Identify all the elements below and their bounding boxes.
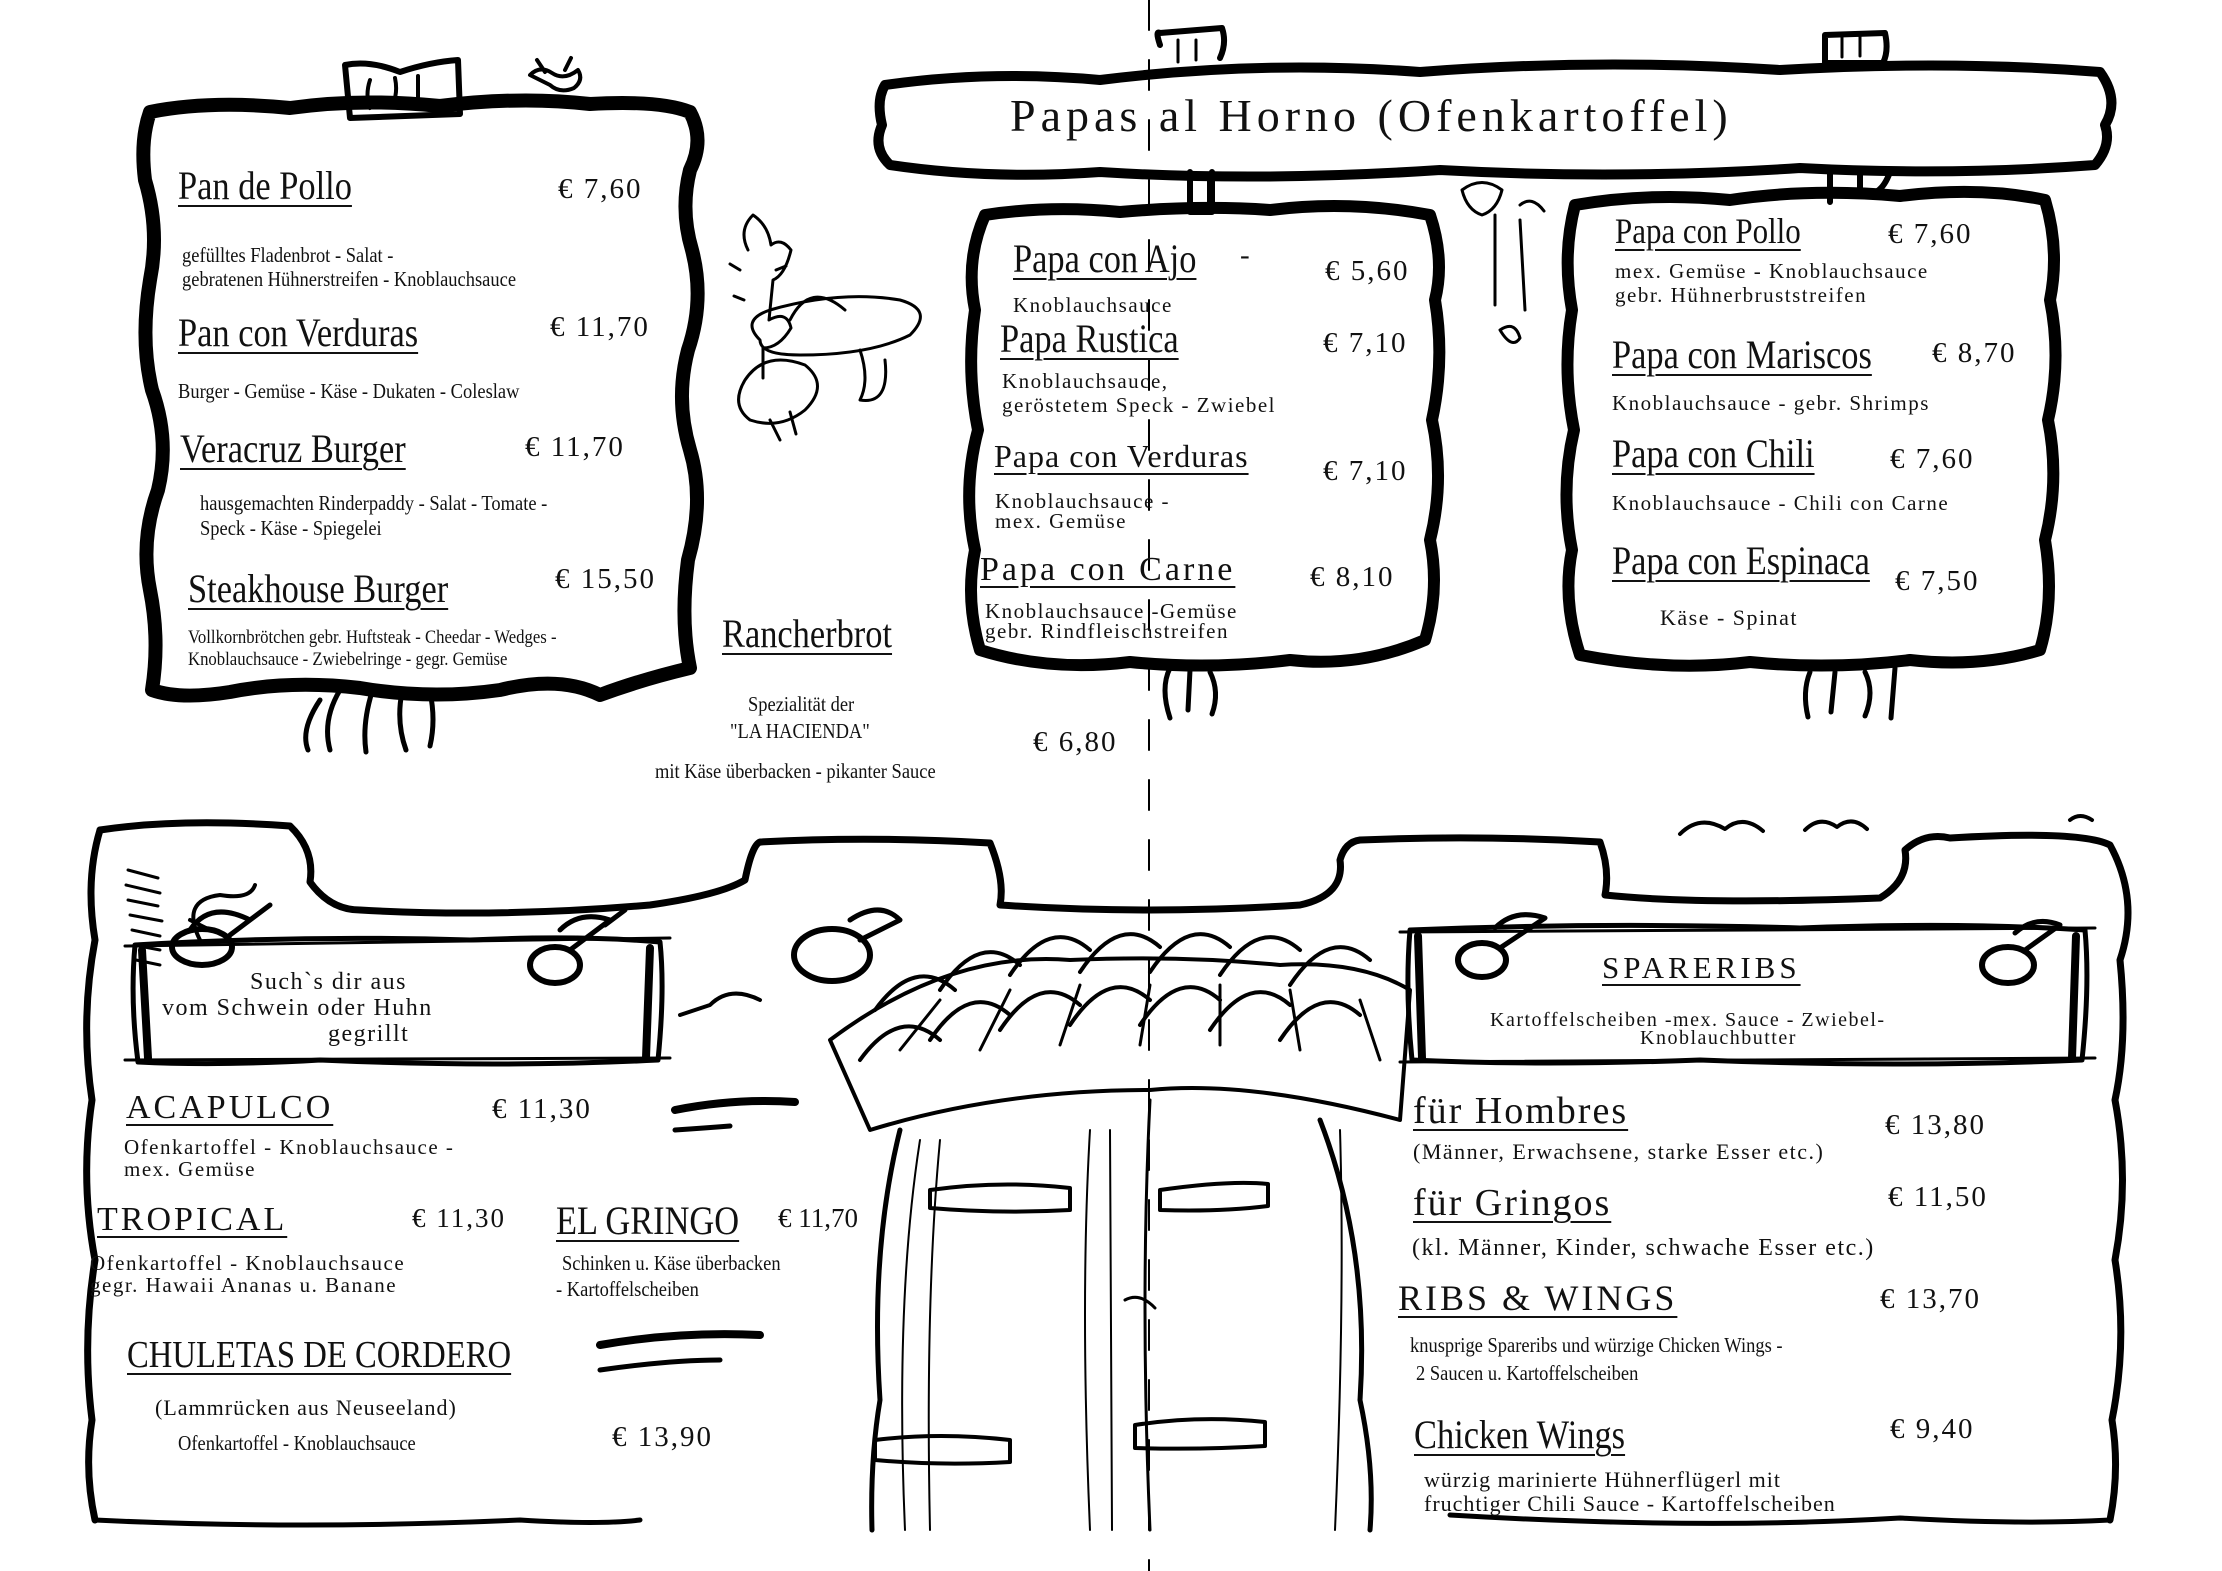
desc-pan-de-pollo-1: gefülltes Fladenbrot - Salat - (182, 243, 394, 267)
grill-sign-line-1: Such`s dir aus (250, 969, 407, 995)
spareribs-sign-line-2: Knoblauchbutter (1640, 1027, 1797, 1049)
left-hanging-sign (123, 883, 672, 1067)
decorative-strokes (596, 991, 799, 1373)
item-name-el-gringo: EL GRINGO (556, 1198, 740, 1243)
desc-chicken-wings-2: fruchtiger Chili Sauce - Kartoffelscheib… (1424, 1491, 1836, 1516)
item-name-rancherbrot: Rancherbrot (722, 611, 893, 656)
price-steakhouse-burger: € 15,50 (555, 563, 656, 595)
price-fur-gringos: € 11,50 (1888, 1181, 1988, 1213)
desc-papa-con-verduras-2: mex. Gemüse (995, 509, 1127, 533)
desc-tropical-2: gegr. Hawaii Ananas u. Banane (90, 1273, 398, 1297)
item-name-veracruz-burger: Veracruz Burger (180, 426, 406, 471)
spareribs-sign-line-1: Kartoffelscheiben -mex. Sauce - Zwiebel- (1490, 1009, 1886, 1031)
desc-fur-hombres: (Männer, Erwachsene, starke Esser etc.) (1413, 1139, 1825, 1164)
item-name-fur-hombres: für Hombres (1413, 1090, 1629, 1132)
item-name-papa-con-carne: Papa con Carne (980, 551, 1236, 588)
price-fur-hombres: € 13,80 (1885, 1109, 1986, 1141)
price-pan-con-verduras: € 11,70 (550, 311, 650, 343)
papas-left-board (963, 169, 1446, 721)
item-name-papa-con-pollo: Papa con Pollo (1615, 211, 1801, 251)
desc-chuletas-de-cordero-1: (Lammrücken aus Neuseeland) (155, 1395, 457, 1420)
item-name-fur-gringos: für Gringos (1413, 1182, 1612, 1224)
desc-papa-con-pollo-1: mex. Gemüse - Knoblauchsauce (1615, 259, 1929, 283)
desc-papa-con-pollo-2: gebr. Hühnerbruststreifen (1615, 283, 1868, 307)
price-chicken-wings: € 9,40 (1890, 1413, 1975, 1445)
desc-pan-de-pollo-2: gebratenen Hühnerstreifen - Knoblauchsau… (182, 267, 517, 291)
rancherbrot-line-3: mit Käse überbacken - pikanter Sauce (655, 759, 936, 783)
grill-sign-line-2: vom Schwein oder Huhn (162, 995, 433, 1021)
item-name-chuletas-de-cordero: CHULETAS DE CORDERO (127, 1334, 512, 1376)
desc-fur-gringos: (kl. Männer, Kinder, schwache Esser etc.… (1412, 1235, 1875, 1261)
desc-papa-con-ajo: Knoblauchsauce (1013, 293, 1173, 317)
grill-sign-line-3: gegrillt (328, 1021, 410, 1047)
papas-right-board (1560, 169, 2062, 721)
desc-chuletas-de-cordero-2: Ofenkartoffel - Knoblauchsauce (178, 1431, 416, 1455)
desc-ribs-and-wings-1: knusprige Spareribs und würzige Chicken … (1410, 1333, 1783, 1357)
price-papa-con-carne: € 8,10 (1310, 561, 1395, 593)
item-name-papa-con-chili: Papa con Chili (1612, 431, 1815, 476)
item-name-tropical: TROPICAL (97, 1201, 288, 1238)
item-name-steakhouse-burger: Steakhouse Burger (188, 566, 449, 611)
price-papa-con-pollo: € 7,60 (1888, 218, 1973, 250)
roof-and-door (791, 907, 1412, 1533)
price-tropical: € 11,30 (412, 1203, 506, 1233)
desc-pan-con-verduras: Burger - Gemüse - Käse - Dukaten - Coles… (178, 379, 520, 403)
cactus-sombrero-sketch (728, 213, 922, 442)
price-chuletas-de-cordero: € 13,90 (612, 1421, 713, 1453)
desc-veracruz-burger-2: Speck - Käse - Spiegelei (200, 516, 382, 540)
price-acapulco: € 11,30 (492, 1093, 592, 1125)
desc-el-gringo-2: - Kartoffelscheiben (556, 1277, 699, 1301)
item-name-papa-con-mariscos: Papa con Mariscos (1612, 332, 1872, 377)
rancherbrot-line-2: "LA HACIENDA" (730, 719, 870, 743)
desc-papa-con-carne-2: gebr. Rindfleischstreifen (985, 619, 1229, 643)
desc-papa-con-mariscos: Knoblauchsauce - gebr. Shrimps (1612, 391, 1930, 415)
item-name-papa-con-verduras: Papa con Verduras (994, 438, 1249, 474)
price-pan-de-pollo: € 7,60 (558, 173, 643, 205)
price-papa-con-espinaca: € 7,50 (1895, 565, 1980, 597)
price-rancherbrot: € 6,80 (1033, 726, 1118, 758)
right-hanging-sign (1398, 912, 2097, 1067)
rancherbrot-line-1: Spezialität der (748, 692, 855, 716)
item-name-acapulco: ACAPULCO (126, 1089, 334, 1126)
price-papa-con-verduras: € 7,10 (1323, 455, 1408, 487)
desc-ribs-and-wings-2: 2 Saucen u. Kartoffelscheiben (1416, 1361, 1639, 1385)
desc-papa-con-chili: Knoblauchsauce - Chili con Carne (1612, 491, 1950, 515)
desc-papa-con-espinaca: Käse - Spinat (1660, 605, 1799, 630)
price-papa-rustica: € 7,10 (1323, 327, 1408, 359)
item-name-pan-de-pollo: Pan de Pollo (178, 163, 352, 208)
papas-title: Papas al Horno (Ofenkartoffel) (1010, 90, 1733, 141)
item-name-papa-con-espinaca: Papa con Espinaca (1612, 538, 1870, 583)
desc-tropical-1: Ofenkartoffel - Knoblauchsauce (90, 1251, 406, 1275)
desc-papa-con-verduras-1: Knoblauchsauce - (995, 489, 1171, 513)
price-veracruz-burger: € 11,70 (525, 431, 625, 463)
desc-papa-rustica-2: geröstetem Speck - Zwiebel (1002, 393, 1276, 417)
suffix-papa-con-ajo: - (1240, 239, 1252, 271)
price-papa-con-chili: € 7,60 (1890, 443, 1975, 475)
desc-papa-rustica-1: Knoblauchsauce, (1002, 369, 1169, 393)
item-name-chicken-wings: Chicken Wings (1414, 1412, 1626, 1457)
desc-acapulco-2: mex. Gemüse (124, 1157, 256, 1181)
desc-acapulco-1: Ofenkartoffel - Knoblauchsauce - (124, 1135, 455, 1159)
desc-steakhouse-burger-1: Vollkornbrötchen gebr. Huftsteak - Cheed… (188, 627, 557, 648)
hacienda-building (83, 814, 2132, 1528)
price-ribs-and-wings: € 13,70 (1880, 1283, 1981, 1315)
item-name-papa-con-ajo: Papa con Ajo (1013, 236, 1197, 281)
price-el-gringo: € 11,70 (778, 1203, 858, 1233)
price-papa-con-ajo: € 5,60 (1325, 255, 1410, 287)
desc-veracruz-burger-1: hausgemachten Rinderpaddy - Salat - Toma… (200, 491, 548, 515)
item-name-ribs-and-wings: RIBS & WINGS (1398, 1278, 1678, 1318)
desc-el-gringo-1: Schinken u. Käse überbacken (562, 1251, 781, 1275)
spareribs-sign-title: SPARERIBS (1602, 950, 1801, 985)
price-papa-con-mariscos: € 8,70 (1932, 337, 2017, 369)
hanging-ornament-sketch (1460, 181, 1546, 344)
item-name-papa-rustica: Papa Rustica (1000, 316, 1179, 361)
top-left-board (136, 56, 705, 755)
desc-papa-con-carne-1: Knoblauchsauce -Gemüse (985, 599, 1238, 623)
desc-steakhouse-burger-2: Knoblauchsauce - Zwiebelringe - gegr. Ge… (188, 649, 508, 670)
desc-chicken-wings-1: würzig marinierte Hühnerflügerl mit (1424, 1467, 1781, 1492)
item-name-pan-con-verduras: Pan con Verduras (178, 310, 419, 355)
